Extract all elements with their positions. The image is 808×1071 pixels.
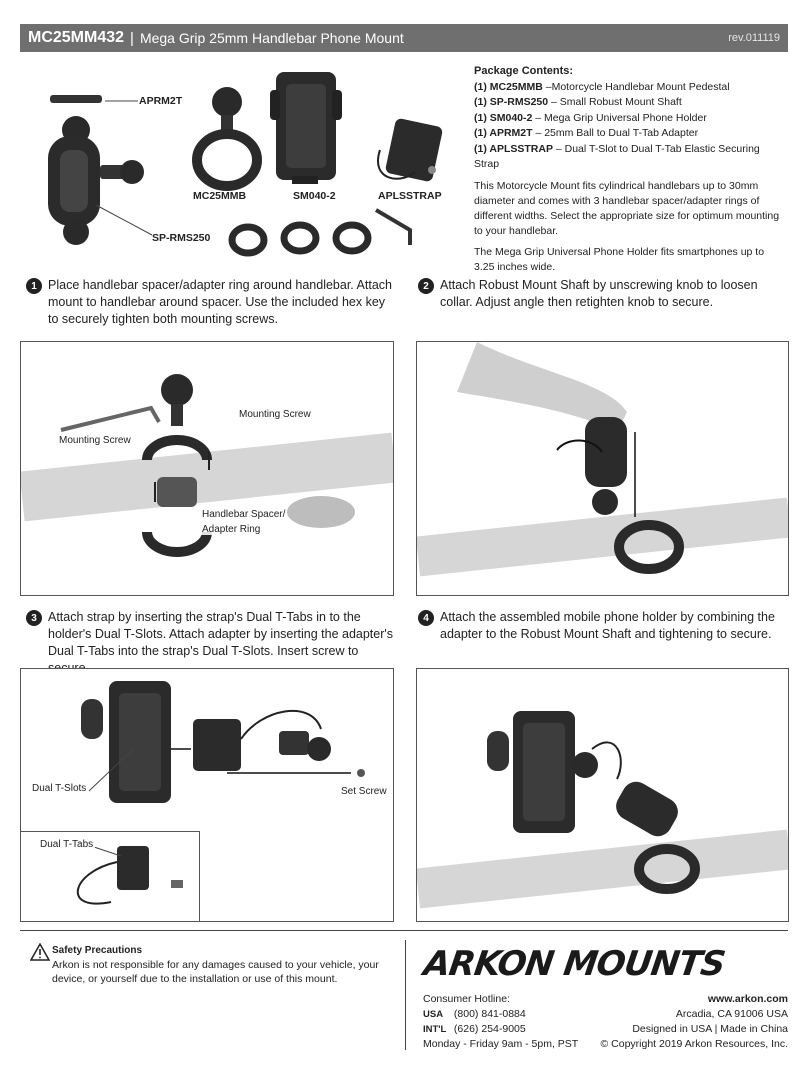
step-number: 2 bbox=[418, 278, 434, 294]
step-2: 2 Attach Robust Mount Shaft by unscrewin… bbox=[418, 277, 788, 311]
step-text: Attach Robust Mount Shaft by unscrewing … bbox=[440, 278, 758, 309]
callout-set-screw: Set Screw bbox=[339, 786, 389, 797]
strap-attach-image bbox=[81, 681, 365, 803]
package-item: (1) MC25MMB –Motorcycle Handlebar Mount … bbox=[474, 80, 730, 93]
safety-precautions: Safety Precautions Arkon is not responsi… bbox=[52, 944, 412, 986]
label-mc25mmb: MC25MMB bbox=[193, 190, 247, 202]
label-sp-rms250: SP-RMS250 bbox=[152, 232, 211, 244]
handlebar-pedestal-image bbox=[192, 87, 262, 191]
securing-strap-image bbox=[377, 118, 443, 182]
product-name: Mega Grip 25mm Handlebar Phone Mount bbox=[139, 30, 404, 46]
step-number: 4 bbox=[418, 610, 434, 626]
callout-dual-t-tabs: Dual T-Tabs bbox=[38, 839, 96, 850]
package-contents-title: Package Contents: bbox=[474, 65, 574, 77]
title-separator: | bbox=[130, 29, 134, 47]
callout-spacer-line2: Adapter Ring bbox=[200, 524, 263, 535]
label-aprm2t: APRM2T bbox=[139, 95, 183, 107]
step-text: Place handlebar spacer/adapter ring arou… bbox=[48, 278, 392, 326]
step-1: 1 Place handlebar spacer/adapter ring ar… bbox=[26, 277, 398, 328]
parts-illustration bbox=[48, 72, 443, 257]
step-4-illustration bbox=[416, 668, 789, 922]
label-sm040-2: SM040-2 bbox=[293, 190, 336, 202]
hex-key-image bbox=[374, 208, 412, 245]
robust-mount-shaft-image bbox=[48, 95, 144, 245]
hotline-title: Consumer Hotline: bbox=[423, 993, 510, 1005]
consumer-hotline: Consumer Hotline: USA (800) 841-0884 INT… bbox=[423, 992, 603, 1052]
footer-divider bbox=[20, 930, 788, 931]
hotline-usa: USA (800) 841-0884 bbox=[423, 1008, 526, 1020]
phone-holder-image bbox=[270, 72, 342, 184]
package-item: (1) APLSSTRAP – Dual T-Slot to Dual T-Ta… bbox=[474, 142, 760, 171]
handlebar-mount-image bbox=[21, 374, 393, 557]
callout-mounting-screw-left: Mounting Screw bbox=[57, 435, 133, 446]
step-2-illustration bbox=[416, 341, 789, 596]
step-4: 4 Attach the assembled mobile phone hold… bbox=[418, 609, 788, 643]
model-number: MC25MM432 bbox=[28, 29, 125, 46]
hotline-intl: INT'L (626) 254-9005 bbox=[423, 1023, 526, 1035]
step-3: 3 Attach strap by inserting the strap's … bbox=[26, 609, 398, 677]
step-1-illustration bbox=[20, 341, 394, 596]
callout-mounting-screw-right: Mounting Screw bbox=[237, 409, 313, 420]
hotline-hours: Monday - Friday 9am - 5pm, PST bbox=[423, 1038, 579, 1050]
callout-spacer-line1: Handlebar Spacer/ bbox=[200, 509, 288, 520]
holder-description: The Mega Grip Universal Phone Holder fit… bbox=[474, 245, 765, 273]
copyright: © Copyright 2019 Arkon Resources, Inc. bbox=[600, 1038, 789, 1050]
step-text: Attach the assembled mobile phone holder… bbox=[440, 610, 775, 641]
mount-shaft-attach-image bbox=[417, 342, 788, 577]
label-aplsstrap: APLSSTRAP bbox=[378, 190, 442, 202]
footer-vertical-divider bbox=[405, 940, 406, 1050]
callout-dual-t-slots: Dual T-Slots bbox=[30, 783, 89, 794]
designed-made: Designed in USA | Made in China bbox=[632, 1023, 788, 1035]
arkon-mounts-logo: ARKON MOUNTS bbox=[421, 944, 728, 984]
warning-icon bbox=[30, 943, 50, 961]
company-address: Arcadia, CA 91006 USA bbox=[675, 1008, 788, 1020]
company-info: www.arkon.com Arcadia, CA 91006 USA Desi… bbox=[590, 992, 789, 1052]
inset-t-tabs bbox=[20, 831, 200, 922]
step-text: Attach strap by inserting the strap's Du… bbox=[48, 610, 394, 675]
package-item: (1) SM040-2 – Mega Grip Universal Phone … bbox=[474, 111, 707, 124]
step-number: 1 bbox=[26, 278, 42, 294]
dual-t-tabs-image bbox=[77, 845, 183, 905]
safety-text: Arkon is not responsible for any damages… bbox=[52, 959, 379, 985]
website-link[interactable]: www.arkon.com bbox=[707, 993, 788, 1005]
package-item: (1) APRM2T – 25mm Ball to Dual T-Tab Ada… bbox=[474, 127, 699, 139]
package-item: (1) SP-RMS250 – Small Robust Mount Shaft bbox=[474, 96, 682, 108]
package-description: This Motorcycle Mount fits cylindrical h… bbox=[474, 179, 780, 237]
package-contents: Package Contents: (1) MC25MMB –Motorcycl… bbox=[474, 64, 784, 275]
assembled-holder-image bbox=[417, 711, 788, 909]
revision: rev.011119 bbox=[728, 32, 780, 44]
spacer-rings-image bbox=[228, 221, 372, 257]
step-number: 3 bbox=[26, 610, 42, 626]
safety-title: Safety Precautions bbox=[52, 945, 143, 956]
title-bar: MC25MM432 | Mega Grip 25mm Handlebar Pho… bbox=[20, 24, 788, 52]
